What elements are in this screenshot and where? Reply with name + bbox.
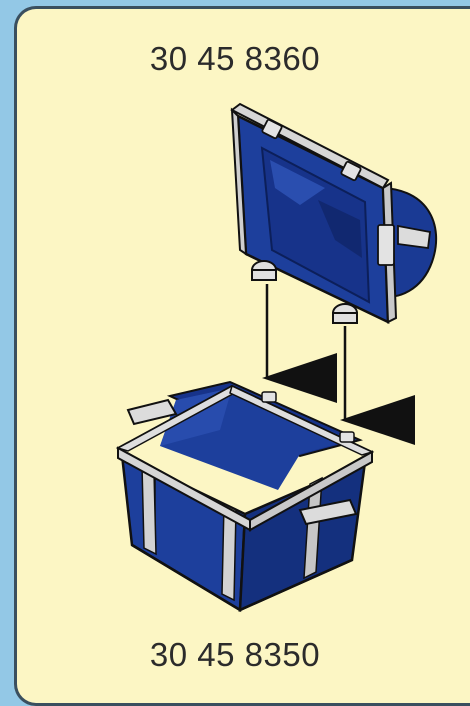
box-part-number: 30 45 8350 [0, 636, 470, 674]
crate-part [118, 382, 372, 610]
lid-part [232, 104, 436, 323]
